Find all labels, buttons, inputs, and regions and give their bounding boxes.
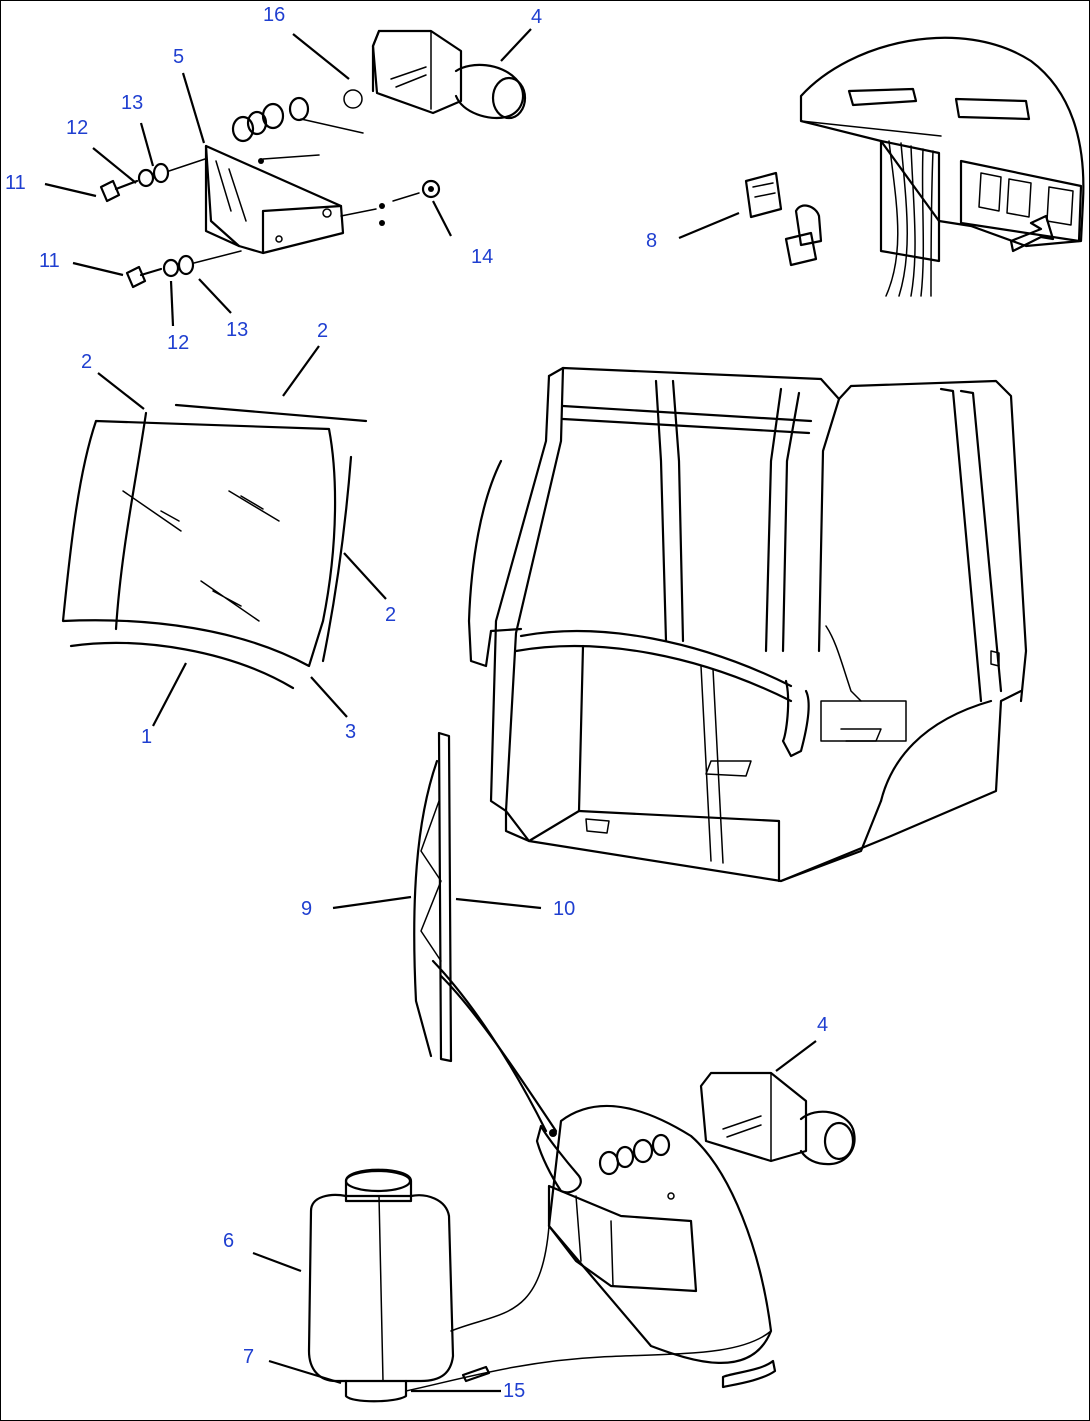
callout-labels: 16 4 5 13 12 11 11 14 12 13 8 2 2 2 1 3 … [5, 4, 828, 1402]
washer-tank [307, 1168, 777, 1403]
callout-2-b: 2 [317, 320, 328, 342]
wiper-blade-and-arm [413, 731, 582, 1194]
callout-4-bottom: 4 [817, 1014, 828, 1036]
wiper-motor-top [343, 29, 527, 120]
callout-11-b: 11 [39, 250, 60, 272]
callout-14: 14 [471, 246, 493, 268]
callout-8: 8 [646, 230, 657, 252]
cab-frame [467, 366, 1028, 883]
motor-shaft-hardware [231, 96, 364, 164]
callout-6: 6 [223, 1230, 234, 1252]
callout-15: 15 [503, 1380, 525, 1402]
switch-panel [744, 36, 1085, 297]
callout-13-b: 13 [226, 319, 248, 341]
leader-lines [44, 28, 817, 1393]
callout-9: 9 [301, 898, 312, 920]
callout-12-a: 12 [66, 117, 88, 139]
windshield-glass [61, 403, 368, 690]
wiper-motor-bottom [547, 1071, 856, 1364]
callout-5: 5 [173, 46, 184, 68]
callout-12-b: 12 [167, 332, 189, 354]
callout-16-top: 16 [263, 4, 285, 26]
bolts-nuts-washers [99, 158, 242, 289]
callout-11-a: 11 [5, 172, 26, 194]
callout-10: 10 [553, 898, 575, 920]
nut-14 [379, 179, 441, 226]
callout-7: 7 [243, 1346, 254, 1368]
callout-4-top: 4 [531, 6, 542, 28]
callout-3: 3 [345, 721, 356, 743]
callout-13-a: 13 [121, 92, 143, 114]
motor-bracket [204, 144, 377, 255]
callout-1: 1 [141, 726, 152, 748]
callout-2-a: 2 [81, 351, 92, 373]
callout-2-c: 2 [385, 604, 396, 626]
